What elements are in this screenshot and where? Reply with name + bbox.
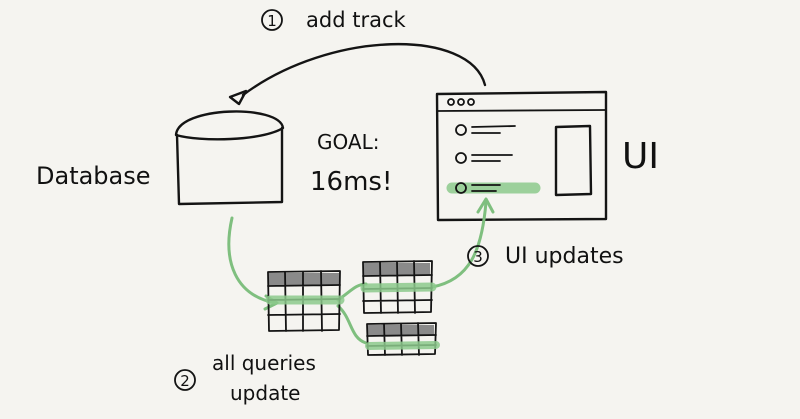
ui-window-sketch: UI	[435, 90, 659, 222]
ui-row-1-bullet	[455, 124, 467, 136]
step-3-circle	[467, 245, 489, 267]
ui-side-panel	[554, 124, 593, 197]
ui-window-frame	[435, 90, 608, 222]
add-track-arrowhead	[228, 89, 248, 106]
goal-note: GOAL: 16ms!	[310, 130, 392, 197]
query-table-2-outline	[362, 260, 433, 314]
query-table-2-highlight	[360, 282, 437, 293]
ui-row-2-lines	[471, 154, 513, 162]
step-2-number: 2	[180, 372, 190, 390]
database-group: Database	[36, 110, 285, 206]
ui-row-1-lines	[471, 125, 516, 134]
table-to-ui-arrowhead	[476, 197, 495, 214]
step-2-circle	[174, 369, 196, 391]
add-track-arrow	[241, 43, 487, 97]
step-1-circle	[261, 9, 283, 31]
step-1-number: 1	[267, 12, 277, 30]
query-table-1	[265, 270, 345, 332]
ui-row-3-bullet	[455, 182, 467, 194]
ui-label: UI	[622, 136, 659, 177]
step-2-line-1: all queries	[212, 351, 316, 375]
step-3-ui-updates: 3 UI updates	[467, 244, 624, 269]
goal-line-1: GOAL:	[317, 130, 379, 154]
database-label: Database	[36, 162, 151, 190]
step-1-add-track: 1 add track	[228, 8, 487, 106]
ui-window-dot-2	[457, 98, 465, 106]
ui-row-2-bullet	[455, 152, 467, 164]
ui-window-titlebar-line	[437, 109, 606, 112]
query-table-3-highlight	[365, 341, 440, 350]
ui-row-3-lines	[471, 184, 501, 192]
ui-window-dot-1	[447, 98, 455, 106]
step-2-line-2: update	[230, 381, 300, 405]
step-3-label: UI updates	[505, 244, 624, 269]
ui-window-dot-3	[467, 98, 475, 106]
goal-line-2: 16ms!	[310, 167, 392, 197]
step-2-all-queries-update: 2 all queries update	[174, 351, 316, 405]
query-table-2	[360, 260, 437, 314]
step-3-number: 3	[473, 248, 483, 266]
db-to-query-arrow	[227, 216, 278, 305]
query-table-1-header	[269, 273, 339, 285]
database-cylinder-body	[175, 126, 284, 206]
query-table-1-outline	[267, 270, 341, 332]
query-to-table-3-arrow	[336, 304, 368, 345]
query-table-3	[365, 322, 440, 356]
database-cylinder-top	[174, 110, 285, 141]
step-1-label: add track	[306, 8, 406, 32]
table-to-ui-arrow	[430, 200, 488, 289]
